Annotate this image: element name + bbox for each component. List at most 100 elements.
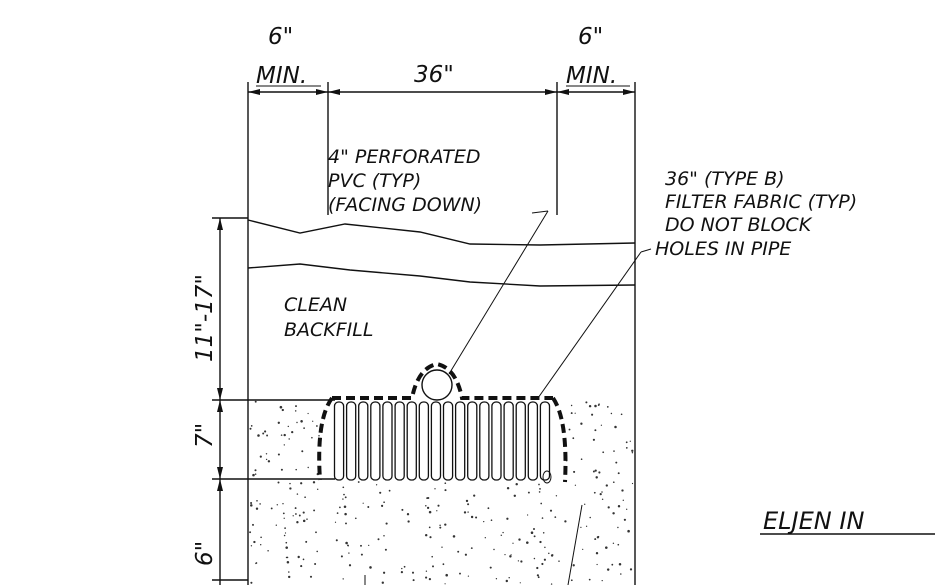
sand-dot	[473, 494, 476, 497]
sand-dot	[295, 405, 297, 408]
filter-fabric-right	[551, 396, 568, 483]
sand-dot	[518, 538, 521, 541]
sand-dot	[295, 468, 297, 471]
backfill-top-line	[247, 263, 636, 287]
sand-dot	[467, 575, 470, 577]
sand-dot	[502, 531, 504, 534]
sand-dot	[340, 555, 343, 558]
sand-dot	[280, 468, 283, 471]
sand-dot	[250, 501, 253, 505]
center-width-label: 36"	[414, 62, 454, 88]
sand-dot	[253, 540, 256, 544]
sand-dot	[411, 571, 415, 574]
arrow-unit-bottom	[217, 467, 223, 479]
sand-dot	[505, 579, 509, 583]
sand-dot	[302, 511, 305, 514]
sand-dot	[564, 520, 567, 523]
sand-dot	[362, 502, 364, 504]
top-dimension-group: 6" MIN. 36" 6" MIN.	[247, 24, 636, 585]
sand-dot	[475, 516, 478, 519]
sand-dot	[620, 413, 623, 416]
sand-dot	[467, 503, 470, 506]
sand-dot	[617, 504, 621, 508]
sand-dot	[495, 578, 498, 580]
arrow-backfill-bottom	[217, 388, 223, 400]
sand-dot	[406, 513, 410, 516]
sand-dot	[412, 579, 415, 582]
pipe-callout-line3: (FACING DOWN)	[328, 194, 482, 216]
sand-dot	[568, 428, 571, 431]
sand-dot	[457, 550, 460, 553]
sand-dot	[437, 504, 440, 507]
sand-dot	[607, 506, 610, 509]
sand-dot	[506, 517, 509, 520]
sand-dot	[526, 514, 529, 516]
unit-slat	[442, 401, 454, 481]
sand-dot	[307, 466, 309, 469]
sand-dot	[266, 434, 269, 437]
sand-dot	[288, 438, 290, 440]
sand-dot	[348, 564, 352, 567]
sand-dot	[401, 508, 404, 511]
sand-dot	[380, 504, 384, 508]
sand-dot	[594, 469, 597, 472]
sand-dot	[510, 554, 512, 556]
sand-dot	[428, 577, 432, 581]
sand-dot	[383, 534, 385, 537]
sand-dot	[429, 536, 432, 539]
sand-dot	[260, 536, 262, 539]
sand-dot	[360, 544, 362, 547]
detail-title: ELJEN IN	[763, 507, 864, 535]
right-min-label: MIN.	[566, 63, 617, 89]
perforated-pvc-pipe	[421, 369, 453, 401]
sand-dot	[493, 548, 495, 551]
sand-dot	[289, 482, 291, 485]
sand-dot	[591, 413, 594, 416]
sand-dot	[425, 504, 427, 507]
sand-dot	[403, 565, 406, 568]
sand-dot	[314, 563, 317, 565]
sand-dot	[629, 440, 631, 442]
sand-dot	[512, 542, 514, 544]
sand-dot	[252, 523, 254, 526]
sand-dot	[540, 502, 543, 505]
sand-dot	[267, 550, 269, 552]
arrow-unit-top	[217, 400, 223, 412]
unit-slat	[527, 401, 539, 481]
sand-dot	[445, 573, 448, 577]
sand-dot	[347, 545, 349, 547]
backfill-label-line1: CLEAN	[284, 294, 347, 316]
sand-dot	[298, 514, 301, 517]
bottom-depth-label: 6"	[192, 541, 218, 566]
arrow-bottom-top	[217, 479, 223, 491]
sand-dot	[444, 523, 447, 526]
sand-dot	[277, 421, 280, 424]
unit-slat	[358, 401, 369, 481]
sand-dot	[536, 566, 539, 570]
sand-dot	[303, 427, 305, 429]
sand-dot	[259, 503, 261, 505]
sand-dot	[375, 484, 378, 486]
sand-dot	[279, 405, 283, 409]
sand-dot	[296, 493, 299, 495]
sand-dot	[538, 483, 540, 486]
sand-dot	[296, 521, 299, 524]
sand-dot	[597, 404, 600, 406]
sand-dot	[297, 555, 300, 559]
sand-dot	[250, 425, 253, 427]
sand-dot	[615, 461, 618, 464]
sand-dot	[539, 488, 541, 490]
fabric-callout-line3: DO NOT BLOCK	[665, 214, 813, 236]
sand-dot	[570, 412, 573, 415]
sand-dot	[631, 449, 634, 452]
sand-dot	[612, 481, 615, 484]
sand-dot	[315, 531, 317, 534]
sand-dot	[287, 425, 290, 428]
sand-dot	[588, 578, 591, 581]
sand-dot	[318, 434, 320, 437]
sand-dot	[265, 453, 268, 455]
filter-fabric-left	[317, 396, 334, 481]
sand-dot	[301, 450, 304, 453]
sand-dot	[289, 487, 292, 490]
sand-dot	[490, 519, 493, 522]
